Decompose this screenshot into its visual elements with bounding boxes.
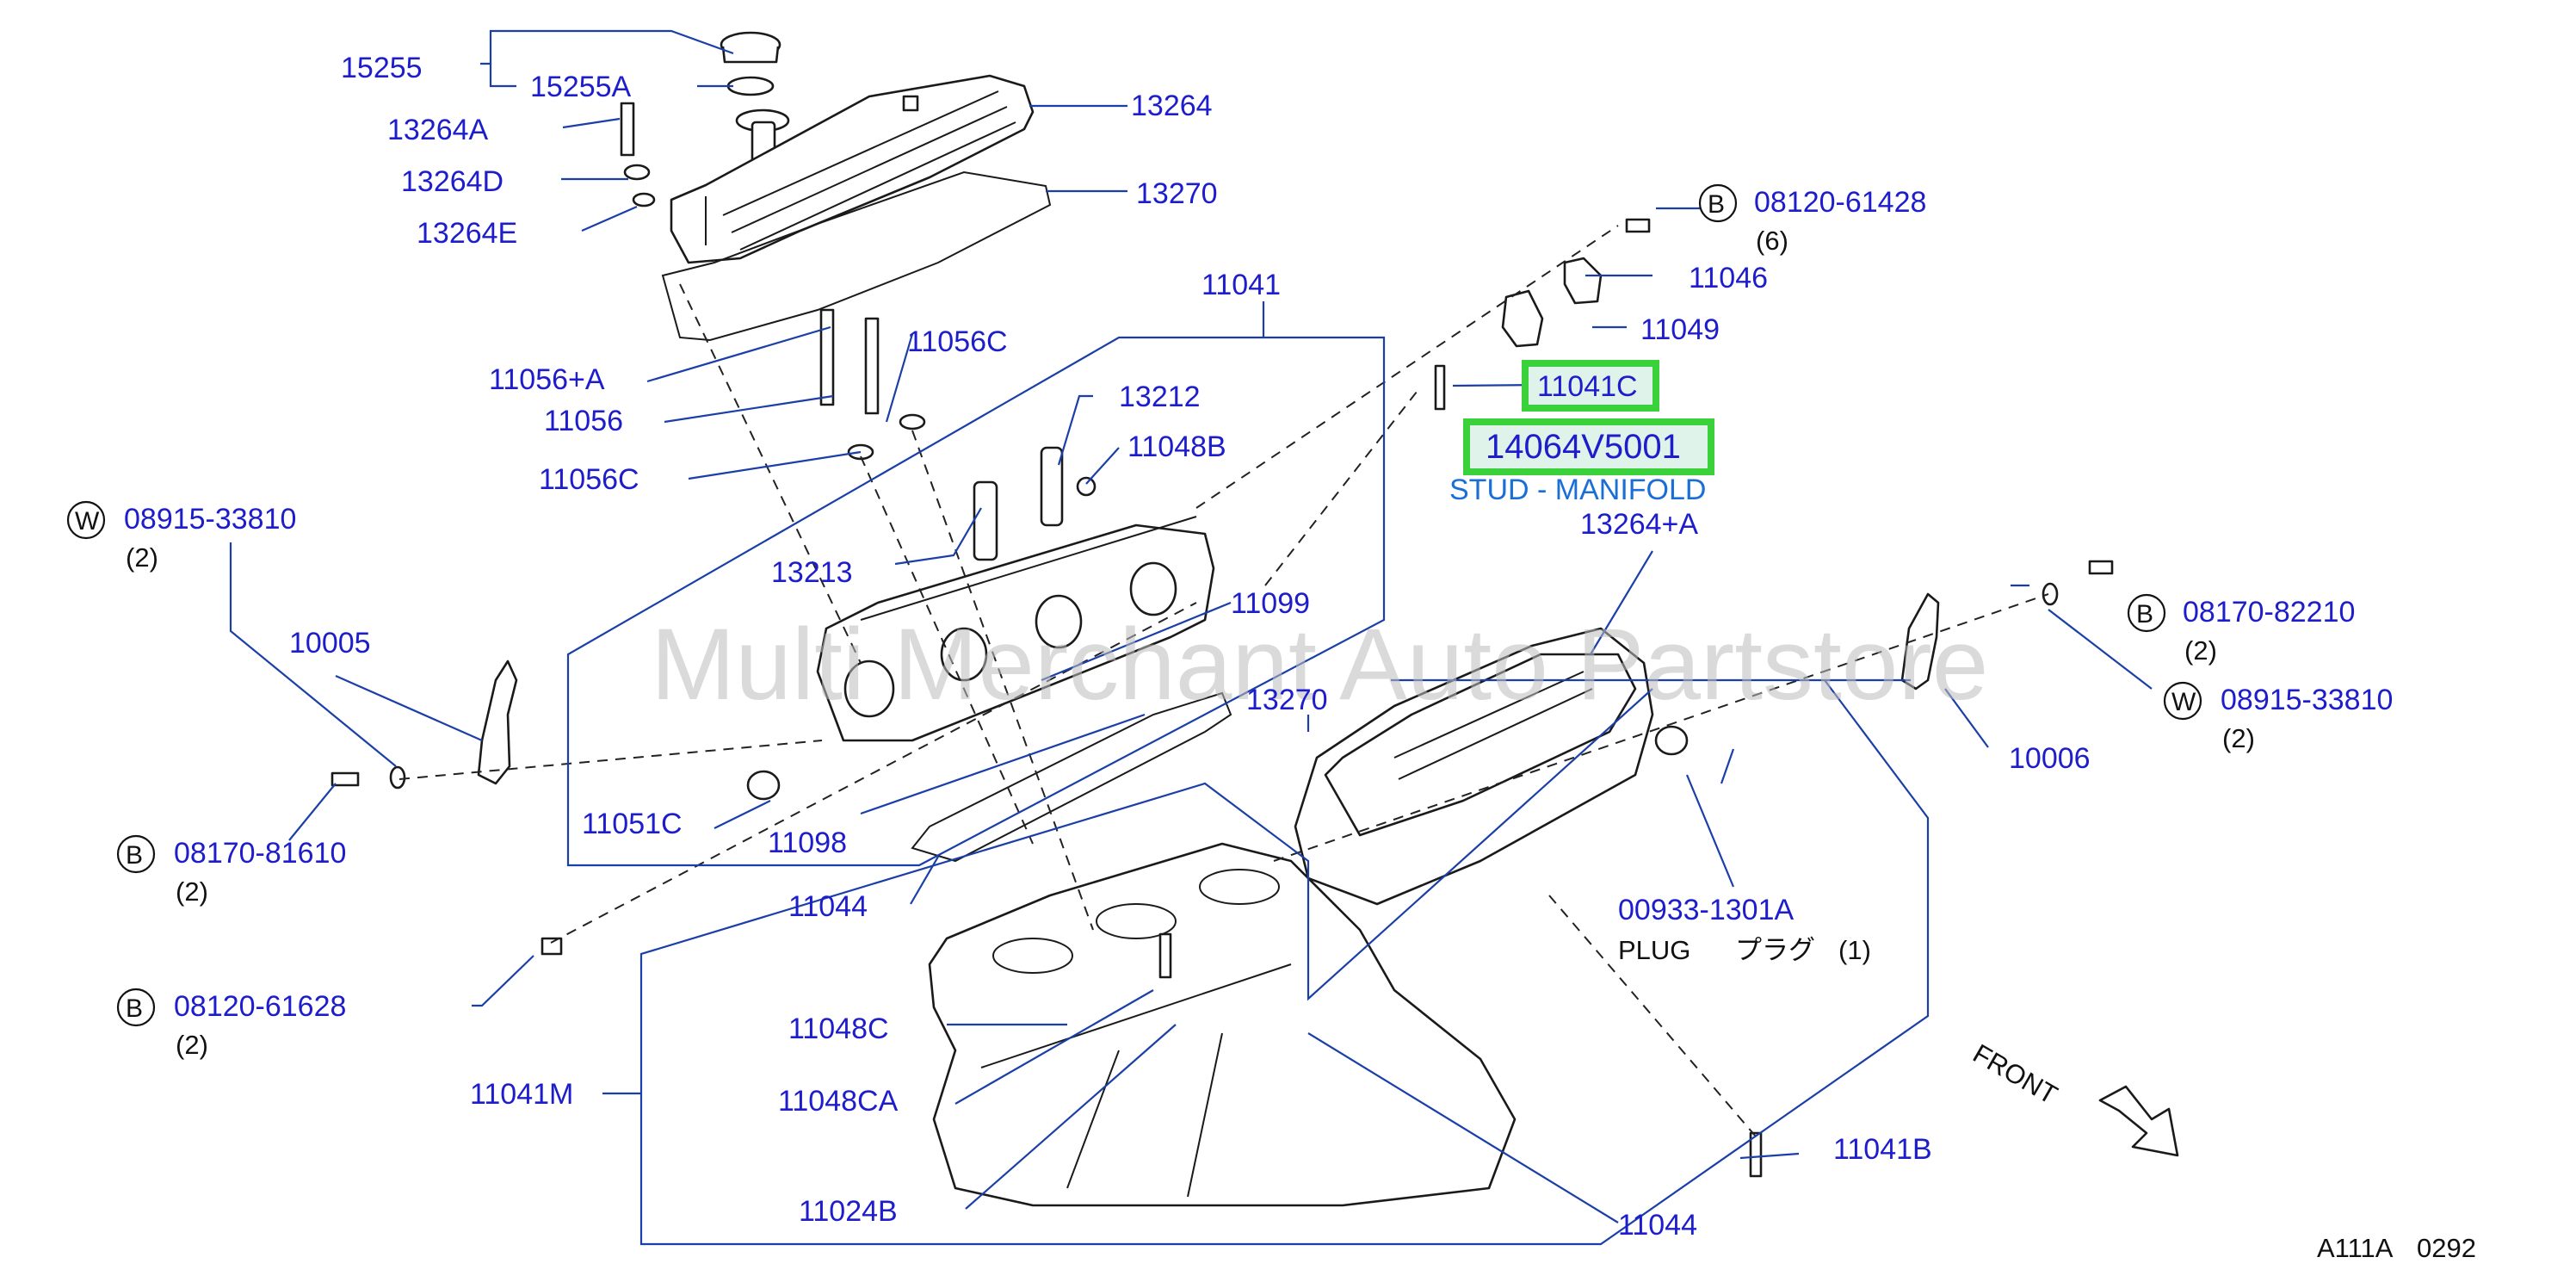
label-11041b[interactable]: 11041B <box>1833 1133 1932 1166</box>
small-fasteners-drawing <box>330 218 2114 1178</box>
symbol-circle <box>2127 593 2166 633</box>
oil-filler-cap-drawing <box>720 31 790 167</box>
label-plug-en: PLUG <box>1618 935 1690 965</box>
fastener-symbol: W <box>75 507 100 536</box>
label-11048ca[interactable]: 11048CA <box>778 1085 899 1118</box>
front-arrow-icon <box>2098 1085 2179 1157</box>
valve-cover-left-drawing <box>670 74 1035 264</box>
label-11056[interactable]: 11056 <box>544 405 623 437</box>
fastener-symbol: W <box>2171 688 2196 716</box>
diagram-code: A111A <box>2317 1233 2394 1263</box>
symbol-circle <box>116 834 156 874</box>
fastener-qty: (6) <box>1756 226 1788 256</box>
label-11049[interactable]: 11049 <box>1640 313 1720 346</box>
highlight-part-label[interactable]: 11041C <box>1537 370 1638 403</box>
fastener-qty: (2) <box>176 876 208 907</box>
fastener-b-08120-61628[interactable]: B 08120-61628 (2) <box>116 988 346 1060</box>
cylinder-block-drawing <box>928 842 1517 1207</box>
label-11048c[interactable]: 11048C <box>788 1013 889 1045</box>
front-indicator: FRONT <box>1968 1038 2179 1157</box>
watermark-text: Multi Merchant Auto Partstore <box>651 608 1988 722</box>
label-10005[interactable]: 10005 <box>289 627 371 660</box>
label-13264[interactable]: 13264 <box>1131 90 1213 122</box>
bracket-10005-drawing <box>477 660 518 785</box>
fastener-qty: (2) <box>176 1030 208 1060</box>
label-11056c-bot[interactable]: 11056C <box>539 463 639 496</box>
label-13213[interactable]: 13213 <box>771 556 853 589</box>
cylinder-head-left-drawing <box>746 446 1215 801</box>
valve-cover-gasket-left-drawing <box>661 170 1052 342</box>
fastener-qty: (2) <box>2184 635 2217 666</box>
fastener-b-08120-61428[interactable]: B 08120-61428 (6) <box>1698 183 1926 256</box>
label-13270-top[interactable]: 13270 <box>1136 177 1218 210</box>
highlight-description: STUD - MANIFOLD <box>1449 474 1706 506</box>
label-15255a[interactable]: 15255A <box>530 71 632 103</box>
fastener-part-number[interactable]: 08120-61628 <box>174 990 346 1023</box>
symbol-circle <box>2163 681 2202 721</box>
fastener-b-08170-82210[interactable]: B 08170-82210 (2) <box>2127 593 2355 666</box>
label-13212[interactable]: 13212 <box>1119 381 1201 413</box>
label-11046[interactable]: 11046 <box>1689 262 1768 294</box>
fastener-w-08915-33810-left[interactable]: W 08915-33810 (2) <box>66 500 296 573</box>
symbol-circle <box>116 988 156 1027</box>
label-13264a[interactable]: 13264A <box>387 114 489 146</box>
symbol-circle <box>66 500 106 540</box>
label-11048b[interactable]: 11048B <box>1127 430 1226 463</box>
label-13270-mid[interactable]: 13270 <box>1246 684 1328 716</box>
highlighted-part-group[interactable]: 11041C 14064V5001 STUD - MANIFOLD <box>1449 360 1714 506</box>
fastener-symbol: B <box>2136 600 2153 629</box>
fastener-part-number[interactable]: 08915-33810 <box>124 503 296 536</box>
fastener-symbol: B <box>1708 190 1725 219</box>
part-labels: 15255 15255A 13264 13264A 13264D 13264E … <box>289 52 2091 1242</box>
valve-cover-bolts-drawing <box>620 102 926 461</box>
fastener-symbol: B <box>126 841 143 870</box>
label-11051c[interactable]: 11051C <box>582 808 683 840</box>
label-00933-1301a[interactable]: 00933-1301A <box>1618 894 1795 926</box>
label-plug-qty: (1) <box>1838 935 1871 965</box>
label-13264a-right[interactable]: 13264+A <box>1580 508 1698 541</box>
fastener-part-number[interactable]: 08170-82210 <box>2183 596 2355 629</box>
label-11044-left[interactable]: 11044 <box>788 890 868 923</box>
highlight-part-box[interactable] <box>1522 360 1659 412</box>
front-label: FRONT <box>1968 1038 2063 1111</box>
symbol-circle <box>1698 183 1738 223</box>
fastener-symbol: B <box>126 994 143 1023</box>
label-11041[interactable]: 11041 <box>1202 269 1281 301</box>
label-11098[interactable]: 11098 <box>768 827 847 859</box>
label-11041m[interactable]: 11041M <box>470 1078 573 1111</box>
label-10006[interactable]: 10006 <box>2009 742 2091 775</box>
label-11056c-top[interactable]: 11056C <box>907 325 1008 358</box>
label-11099[interactable]: 11099 <box>1231 587 1310 620</box>
label-13264d[interactable]: 13264D <box>401 165 503 198</box>
label-11024b[interactable]: 11024B <box>799 1195 898 1228</box>
bracket-10006-drawing <box>1900 592 1940 691</box>
label-15255[interactable]: 15255 <box>341 52 423 84</box>
fastener-part-number[interactable]: 08915-33810 <box>2221 684 2393 716</box>
fastener-b-08170-81610[interactable]: B 08170-81610 (2) <box>116 834 346 907</box>
highlight-partnumber-box[interactable] <box>1463 418 1714 475</box>
label-13264e[interactable]: 13264E <box>417 217 517 250</box>
fastener-part-number[interactable]: 08120-61428 <box>1754 186 1926 219</box>
fastener-qty: (2) <box>2222 723 2255 753</box>
label-11044-bot[interactable]: 11044 <box>1618 1209 1697 1242</box>
assembly-lines <box>398 225 2049 1137</box>
diagram-number: 0292 <box>2417 1233 2476 1263</box>
fastener-part-number[interactable]: 08170-81610 <box>174 837 346 870</box>
label-11056a[interactable]: 11056+A <box>489 363 605 396</box>
label-plug-jp: プラグ <box>1735 935 1815 965</box>
highlight-partnumber-label[interactable]: 14064V5001 <box>1486 428 1681 466</box>
fastener-w-08915-33810-right[interactable]: W 08915-33810 (2) <box>2163 681 2393 753</box>
fastener-qty: (2) <box>126 542 158 573</box>
